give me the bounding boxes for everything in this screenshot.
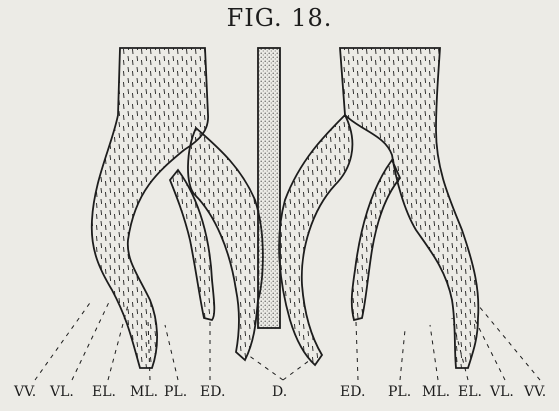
- label-left-vl: VL.: [50, 384, 74, 400]
- label-right-el: EL.: [458, 384, 482, 400]
- label-right-ml: ML.: [422, 384, 450, 400]
- right-trunk: [279, 48, 478, 368]
- label-right-vl: VL.: [490, 384, 514, 400]
- right-middle-fork: [352, 160, 400, 320]
- right-inner-branch: [279, 115, 352, 365]
- right-outer-branch: [340, 48, 478, 368]
- label-right-ed: ED.: [340, 384, 365, 400]
- label-left-vv: VV.: [14, 384, 36, 400]
- label-right-vv: VV.: [524, 384, 546, 400]
- label-right-pl: PL.: [388, 384, 411, 400]
- label-left-ml: ML.: [130, 384, 158, 400]
- central-duct: [258, 48, 280, 328]
- label-left-ed: ED.: [200, 384, 225, 400]
- label-left-pl: PL.: [164, 384, 187, 400]
- left-trunk: [92, 48, 263, 368]
- label-center-d: D.: [272, 384, 287, 400]
- label-left-el: EL.: [92, 384, 116, 400]
